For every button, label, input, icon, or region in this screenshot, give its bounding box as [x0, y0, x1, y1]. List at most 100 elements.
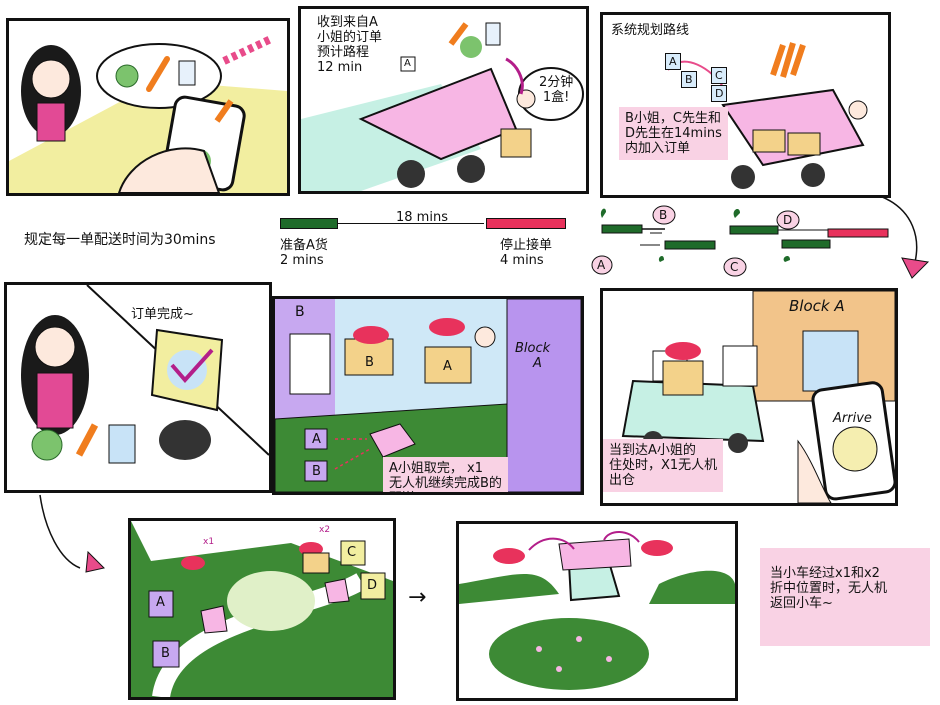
check-icon	[170, 348, 214, 384]
block-letter: A	[533, 356, 542, 371]
drone-icon	[181, 556, 205, 570]
panel-order-received-art	[301, 22, 584, 191]
stop-label: 停止接单 4 mins	[500, 238, 552, 268]
caption-line: 12 min	[317, 60, 363, 75]
pan-icon	[159, 420, 211, 460]
route-node-c: C	[711, 67, 727, 84]
caption-line: 收到来自A	[317, 15, 378, 30]
dispatch-label-b: B	[161, 646, 170, 661]
note-line: 折中位置时，无人机	[770, 581, 888, 596]
route-title: 系统规划路线	[611, 23, 690, 38]
note-line: 配送	[389, 491, 502, 492]
panel-drone-dispatch: A B C D x1 x2	[128, 518, 396, 700]
girl-icon	[474, 326, 496, 348]
note-line: 无人机继续完成B的	[389, 476, 502, 491]
delivery-rule: 规定每一单配送时间为30mins	[24, 232, 216, 248]
stop-label-line: 停止接单	[500, 238, 553, 253]
order-caption: 收到来自A 小姐的订单 预计路程 12 min	[317, 15, 382, 75]
prep-label-line: 准备A货	[280, 238, 328, 253]
sequence-arrow: →	[408, 585, 427, 610]
bubble-line: 1盒!	[542, 90, 570, 105]
order-complete-caption: 订单完成~	[131, 307, 194, 322]
building-window	[802, 330, 859, 392]
girl-figure	[21, 45, 81, 142]
carrot-icon	[146, 56, 170, 92]
caption-line: 小姐的订单	[317, 30, 383, 45]
note-line: A小姐取完， x1	[389, 461, 483, 476]
milk-carton-icon	[178, 60, 196, 86]
box-icon	[500, 128, 532, 158]
note-line: 当小车经过x1和x2	[770, 566, 880, 581]
box-label-a: A	[443, 359, 452, 374]
drone-icon	[353, 326, 389, 344]
route-node-a: A	[665, 53, 681, 70]
cabbage-icon	[31, 429, 63, 461]
map-label-a: A	[312, 432, 321, 447]
marker-a: A	[597, 258, 606, 272]
prep-label-line: 2 mins	[280, 253, 324, 268]
arrow-icon	[505, 57, 524, 95]
arrival-note: 当到达A小姐的 住处时，X1无人机 出仓	[603, 439, 724, 492]
note-line: 当到达A小姐的	[609, 443, 696, 458]
prep-bar	[280, 218, 338, 229]
first-delivery-note: A小姐取完， x1 无人机继续完成B的 配送	[383, 457, 508, 492]
drone-icon	[665, 342, 701, 360]
marker-b: B	[659, 208, 668, 222]
panel-route-planning: 系统规划路线 A B C D B小姐，C先生和 D先生在14mins 内加入订单	[600, 12, 891, 198]
smiley-icon	[832, 426, 878, 472]
panel-order-request	[6, 18, 290, 196]
marker-c: C	[730, 260, 739, 274]
panel-drone-return	[456, 521, 738, 701]
block-label: Block A	[515, 341, 550, 371]
panel-order-request-art	[9, 35, 287, 193]
prep-label: 准备A货 2 mins	[280, 238, 328, 268]
door-icon	[289, 333, 331, 395]
box-label: A	[404, 58, 411, 69]
panel-order-complete: 订单完成~	[4, 282, 272, 493]
return-note: 当小车经过x1和x2 折中位置时，无人机 返回小车~	[760, 548, 930, 646]
door-label: B	[295, 304, 305, 320]
box-label-b: B	[365, 355, 374, 370]
girl-figure	[21, 315, 89, 435]
panel-arrival: Block A Arrive 当到达A小姐的 住处时，X1无人机 出仓	[600, 288, 898, 506]
worker-icon	[848, 100, 868, 120]
panel-first-delivery: B Block A B A A B A小姐取完， x1 无人机继续完成B的 配送	[272, 296, 584, 495]
phone-status: Arrive	[833, 411, 872, 426]
drone-icon	[493, 548, 525, 564]
drone-tag-x2: x2	[319, 525, 331, 535]
route-node-b: B	[681, 71, 697, 88]
note-line: B小姐，C先生和	[625, 111, 721, 126]
note-line: D先生在14mins	[625, 126, 722, 141]
panel-route-planning-art	[667, 42, 868, 189]
panel-drone-return-art	[459, 524, 735, 698]
caption-line: 预计路程	[317, 45, 370, 60]
stop-bar	[486, 218, 566, 229]
milk-carton-icon	[108, 424, 136, 464]
route-note: B小姐，C先生和 D先生在14mins 内加入订单	[619, 107, 728, 160]
panel-order-received: 收到来自A 小姐的订单 预计路程 12 min A 2分钟 1盒!	[298, 6, 589, 194]
dispatch-label-c: C	[347, 545, 357, 560]
map-label-b: B	[312, 464, 321, 479]
hand-icon	[117, 147, 221, 193]
dispatch-label-a: A	[156, 595, 165, 610]
note-line: 内加入订单	[625, 141, 691, 156]
middle-duration: 18 mins	[396, 210, 448, 225]
route-node-d: D	[711, 85, 728, 102]
timeline-line	[338, 223, 484, 224]
panel-drone-dispatch-art	[131, 521, 393, 697]
drone-icon	[429, 318, 465, 336]
dispatch-label-d: D	[367, 578, 378, 593]
bubble-line: 2分钟	[539, 75, 574, 90]
note-line: 出仓	[609, 473, 636, 488]
note-line: 住处时，X1无人机	[609, 458, 718, 473]
note-line: 返回小车~	[770, 596, 833, 611]
drone-icon	[641, 540, 673, 556]
bubble-text: 2分钟 1盒!	[539, 75, 573, 105]
panel-first-delivery-art	[275, 299, 581, 492]
panel-order-complete-art	[21, 285, 269, 464]
block-word: Block	[515, 341, 551, 356]
worker-icon	[516, 89, 536, 109]
drone-tag-x1: x1	[203, 537, 215, 547]
marker-d: D	[783, 213, 793, 227]
carrot-icon	[75, 423, 99, 457]
